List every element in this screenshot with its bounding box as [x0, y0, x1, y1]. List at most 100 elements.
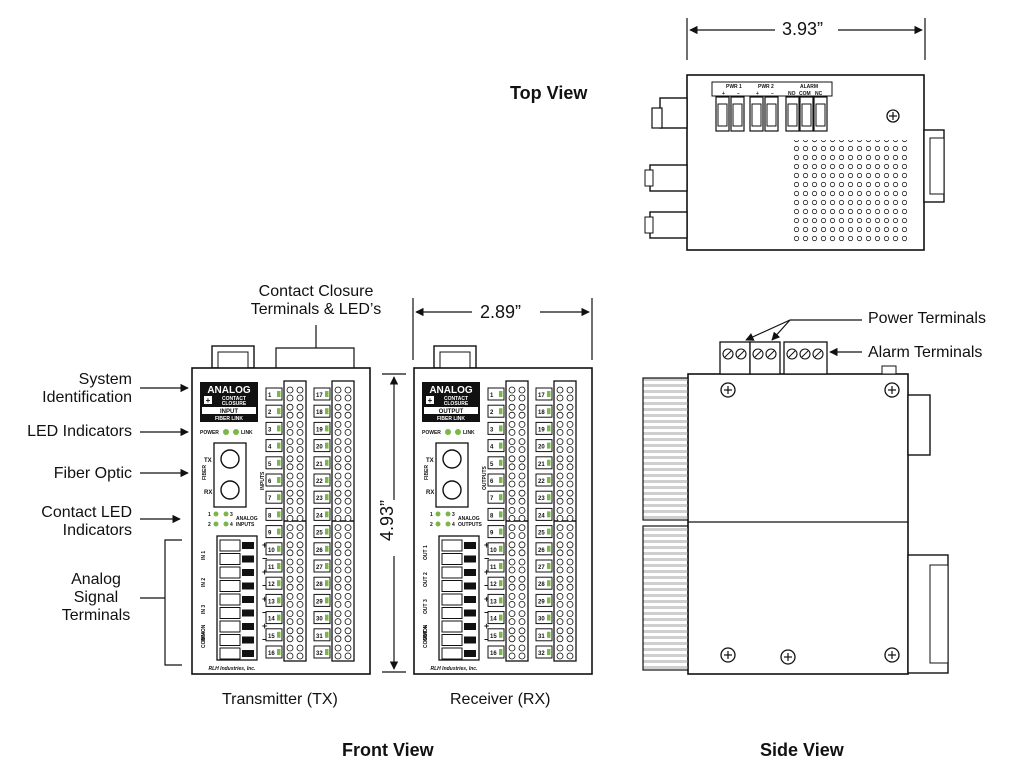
top-fiber-tx: [649, 164, 688, 192]
svg-text:+: +: [484, 567, 489, 577]
tx-contact-led: [325, 580, 329, 587]
tx-contact-led: [325, 477, 329, 483]
rx-fiber-label: FIBER: [424, 465, 430, 480]
svg-text:1: 1: [208, 512, 211, 518]
rx-contact-number: 26: [538, 548, 545, 554]
rx-sub1: CONTACT: [444, 396, 468, 402]
tx-contact-number: 8: [268, 513, 272, 519]
rx-contact-number: 29: [538, 599, 545, 605]
rx-contact-number: 24: [538, 513, 545, 519]
front-dimension-lines: [382, 298, 593, 673]
svg-text:−: −: [484, 635, 489, 645]
tx-contact-led: [277, 580, 281, 587]
tx-contact-number: 31: [316, 634, 323, 640]
rx-contact-number: 20: [538, 445, 545, 451]
svg-text:+: +: [484, 540, 489, 550]
rx-contact-number: 12: [490, 582, 497, 588]
rx-contact-led: [547, 545, 551, 552]
tx-analog-led: [213, 511, 219, 517]
tx-contact-led: [325, 408, 329, 415]
tx-contact-number: 12: [268, 582, 275, 588]
rx-contact-number: 31: [538, 634, 545, 640]
tx-link-label: LINK: [241, 430, 253, 436]
rx-contact-led: [499, 459, 503, 466]
rx-contact-led: [499, 477, 503, 483]
rx-fiber-link: FIBER LINK: [437, 416, 465, 422]
rx-contact-number: 7: [490, 496, 494, 502]
tx-contact-number: 21: [316, 462, 323, 468]
side-view: [642, 319, 949, 675]
rx-fiber-rx-port-icon: [442, 480, 462, 500]
rx-contact-led: [499, 511, 503, 518]
tx-contact-led: [325, 545, 329, 552]
tx-contact-number: 16: [268, 651, 275, 657]
tx-contact-led: [277, 477, 281, 483]
rx-analog-led: [445, 511, 451, 517]
rx-contact-number: 19: [538, 427, 545, 433]
rx-plus-icon: +: [428, 396, 433, 405]
svg-text:−: −: [484, 581, 489, 591]
tx-fiber-tx-port-icon: [220, 449, 240, 469]
rx-contact-number: 30: [538, 617, 545, 623]
rx-contact-number: 17: [538, 393, 545, 399]
callout-contact-closure-terminals: Contact Closure Terminals & LED’s: [250, 283, 382, 318]
rx-contact-led: [499, 545, 503, 552]
svg-text:2: 2: [208, 522, 211, 528]
tx-contact-number: 15: [268, 634, 275, 640]
tx-contact-led: [277, 631, 281, 638]
rx-contact-number: 4: [490, 445, 494, 451]
tx-channel-label: IN 2: [201, 578, 207, 587]
tx-power-led: [223, 429, 229, 435]
tx-contact-number: 24: [316, 513, 323, 519]
tx-fiber-link: FIBER LINK: [215, 416, 243, 422]
tx-contact-led: [277, 494, 281, 501]
tx-brand: ANALOG: [207, 385, 251, 396]
rx-contact-number: 15: [490, 634, 497, 640]
tx-analog-label: ANALOG: [236, 516, 258, 522]
tx-contact-led: [325, 391, 329, 397]
svg-text:−: −: [484, 608, 489, 618]
rx-contact-led: [547, 391, 551, 397]
callout-analog-signal-terminals: Analog Signal Terminals: [61, 571, 131, 624]
rx-contact-number: 25: [538, 531, 545, 537]
tx-channel-label: COMMON: [201, 624, 207, 648]
rx-power-led: [445, 429, 451, 435]
tx-contact-led: [277, 563, 281, 569]
tx-contact-number: 3: [268, 427, 272, 433]
pwr2-minus: −: [771, 91, 774, 97]
rx-contact-number: 9: [490, 531, 494, 537]
svg-text:−: −: [262, 554, 267, 564]
tx-contact-number: 22: [316, 479, 323, 485]
transmitter-label: Transmitter (TX): [222, 691, 338, 708]
callout-fiber-optic: Fiber Optic: [53, 465, 132, 482]
rx-contact-led: [547, 494, 551, 501]
rx-contact-led: [547, 614, 551, 621]
rx-contact-led: [547, 631, 551, 638]
svg-text:−: −: [262, 635, 267, 645]
rx-contact-led: [499, 631, 503, 638]
rx-contact-led: [547, 597, 551, 604]
svg-text:+: +: [484, 594, 489, 604]
rx-contact-number: 21: [538, 462, 545, 468]
top-terminal-block: PWR 1 PWR 2 ALARM + − + − NO COM NC: [711, 81, 833, 132]
svg-text:1: 1: [430, 512, 433, 518]
front-callout-lines: [140, 325, 355, 666]
tx-contact-led: [325, 597, 329, 604]
rx-contact-number: 13: [490, 599, 497, 605]
rx-channel-label: OUT 4: [423, 626, 429, 641]
top-vent-grid: [790, 140, 908, 242]
tx-contact-number: 23: [316, 496, 323, 502]
rx-contact-number: 8: [490, 513, 494, 519]
tx-contact-number: 1: [268, 393, 272, 399]
tx-channel-label: IN 1: [201, 551, 207, 560]
rx-analog-label: OUTPUTS: [458, 522, 483, 528]
tx-contact-number: 10: [268, 548, 275, 554]
pwr2-label: PWR 2: [758, 84, 774, 90]
tx-contact-led: [325, 528, 329, 535]
rx-contact-number: 27: [538, 565, 545, 571]
tx-plus-icon: +: [206, 396, 211, 405]
rx-fiber-tx-port-icon: [442, 449, 462, 469]
tx-contact-number: 32: [316, 651, 323, 657]
rx-analog-label: ANALOG: [458, 516, 480, 522]
tx-fiber-tx-label: TX: [204, 458, 212, 464]
